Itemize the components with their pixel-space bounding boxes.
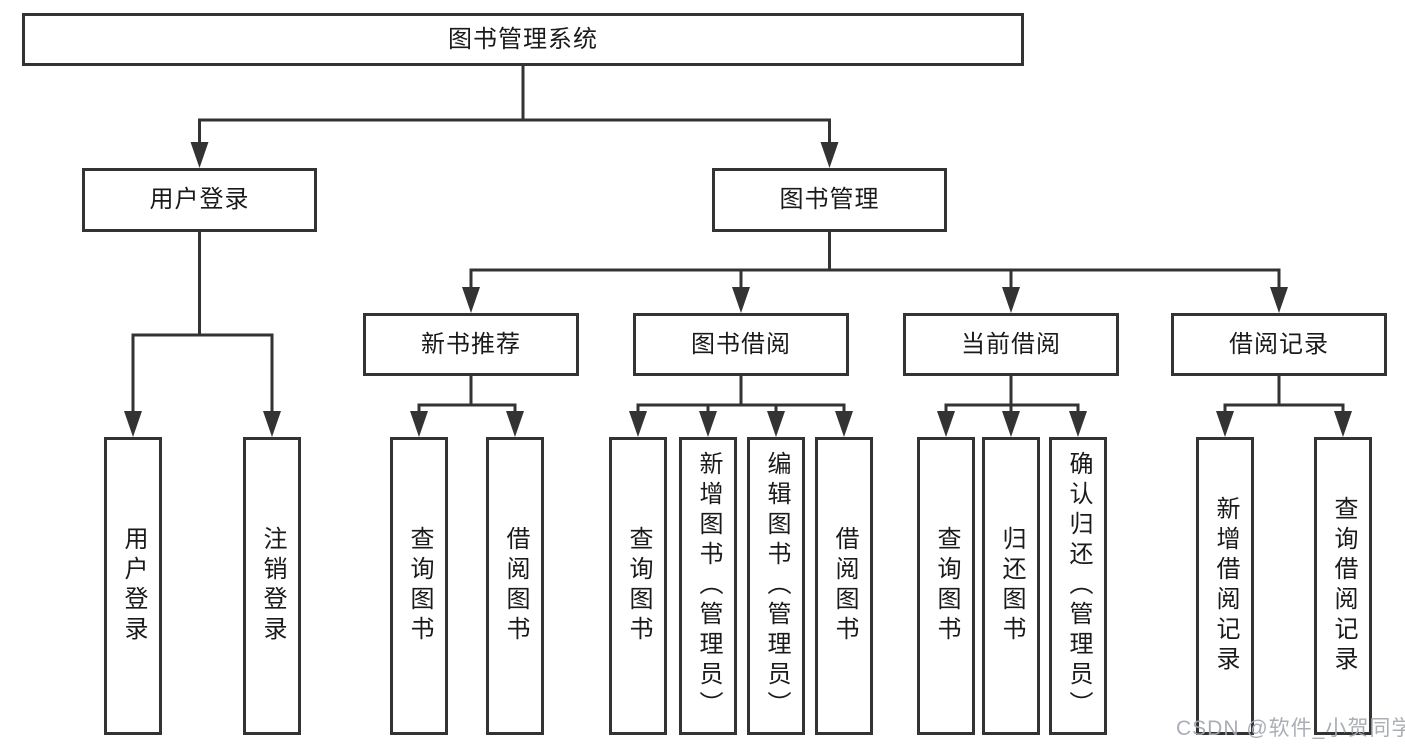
node-current-borrow: 当前借阅 <box>903 313 1119 376</box>
node-borrow-records: 借阅记录 <box>1171 313 1387 376</box>
node-leaf-query-books-1: 查询图书 <box>390 437 448 735</box>
node-leaf-add-books: 新增图书（管理员） <box>679 437 737 735</box>
node-leaf-borrow-books-1: 借阅图书 <box>486 437 544 735</box>
node-new-book-rec: 新书推荐 <box>363 313 579 376</box>
node-leaf-query-books-3: 查询图书 <box>917 437 975 735</box>
node-leaf-logout: 注销登录 <box>243 437 301 735</box>
node-leaf-query-borrow-record: 查询借阅记录 <box>1314 437 1372 735</box>
node-root: 图书管理系统 <box>22 13 1024 66</box>
node-leaf-borrow-books-2: 借阅图书 <box>815 437 873 735</box>
node-leaf-query-books-2: 查询图书 <box>609 437 667 735</box>
node-book-borrow: 图书借阅 <box>633 313 849 376</box>
node-leaf-user-login: 用户登录 <box>104 437 162 735</box>
node-leaf-return-books: 归还图书 <box>982 437 1040 735</box>
node-leaf-edit-books: 编辑图书（管理员） <box>747 437 805 735</box>
node-leaf-confirm-return: 确认归还（管理员） <box>1049 437 1107 735</box>
node-leaf-add-borrow-record: 新增借阅记录 <box>1196 437 1254 735</box>
node-user-login-branch: 用户登录 <box>82 168 317 232</box>
node-book-mgmt-branch: 图书管理 <box>712 168 947 232</box>
watermark: CSDN @软件_小贺同学 <box>1176 717 1405 740</box>
